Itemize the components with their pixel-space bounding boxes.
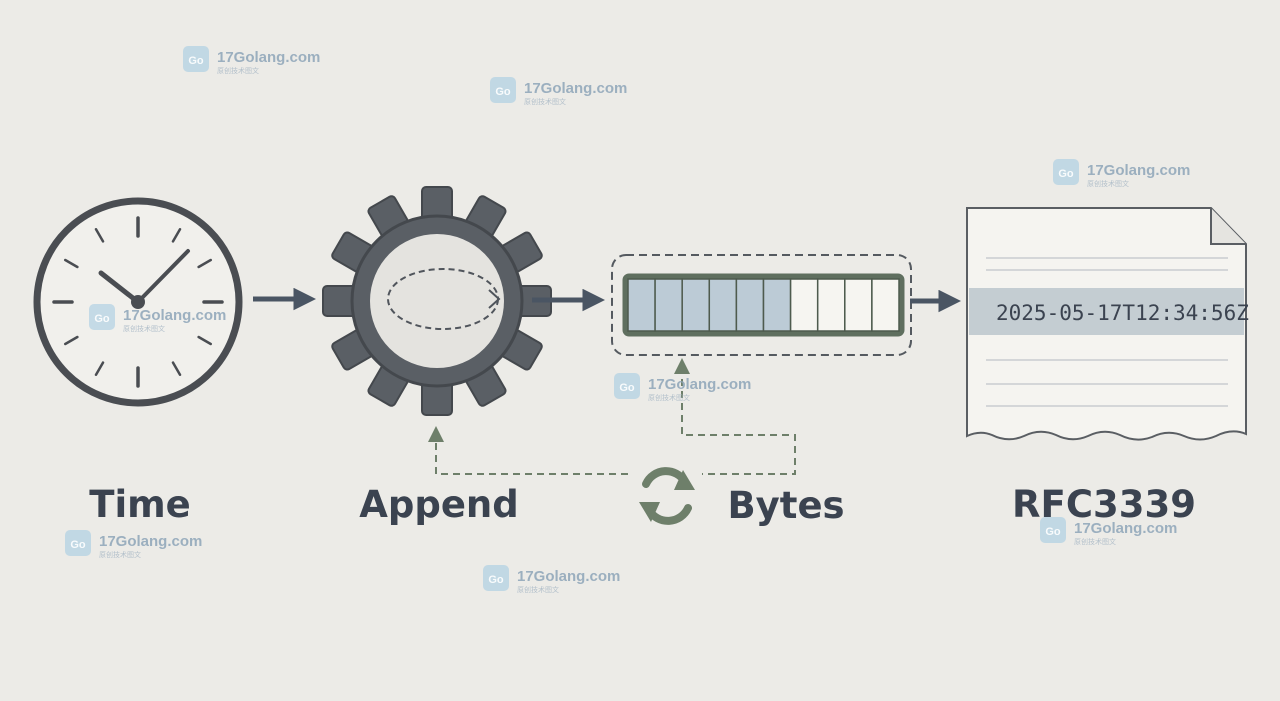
watermark-logo-text: Go (70, 539, 86, 551)
watermark-logo-icon (1053, 159, 1079, 185)
watermark-logo-text: Go (188, 55, 204, 67)
gear-icon (322, 186, 552, 416)
watermark-subtitle: 原创技术图文 (1087, 179, 1129, 188)
watermark-subtitle: 原创技术图文 (648, 393, 690, 402)
byte-cell-filled (735, 278, 765, 332)
clock-tick (197, 258, 212, 269)
watermark-logo-text: Go (1058, 168, 1074, 180)
byte-cell-filled (654, 278, 683, 332)
watermark-logo-icon (1040, 517, 1066, 543)
clock-icon (33, 197, 243, 407)
watermark-logo-icon (490, 77, 516, 103)
watermark-domain: 17Golang.com (99, 533, 202, 550)
recycle-icon (639, 467, 695, 525)
watermark-domain: 17Golang.com (123, 307, 226, 324)
watermark-domain: 17Golang.com (1087, 162, 1190, 179)
clock-tick (94, 228, 105, 243)
watermark-subtitle: 原创技术图文 (517, 585, 559, 594)
watermark-subtitle: 原创技术图文 (99, 550, 141, 559)
clock-tick (171, 361, 182, 376)
watermark-logo-text: Go (488, 574, 504, 586)
watermark-logo-text: Go (619, 382, 635, 394)
byte-cell-empty (816, 278, 846, 332)
clock-tick (64, 335, 79, 346)
watermark-logo-icon (483, 565, 509, 591)
watermark-domain: 17Golang.com (524, 80, 627, 97)
watermark-logo-icon (614, 373, 640, 399)
watermark-logo-text: Go (495, 86, 511, 98)
byte-cell-empty (789, 278, 819, 332)
watermark-logo-icon (65, 530, 91, 556)
clock-tick (171, 228, 182, 243)
watermark-logo-text: Go (94, 313, 110, 325)
label-append: Append (359, 483, 519, 526)
byte-cell-filled (681, 278, 711, 332)
watermark-domain: 17Golang.com (517, 568, 620, 585)
byte-cell-filled (627, 278, 656, 332)
byte-cell-empty (871, 278, 900, 332)
watermark-subtitle: 原创技术图文 (524, 97, 566, 106)
watermark-subtitle: 原创技术图文 (1074, 537, 1116, 546)
watermark-logo-text: Go (1045, 526, 1061, 538)
byte-cell-filled (708, 278, 738, 332)
label-time: Time (89, 483, 191, 526)
byte-cell-empty (844, 278, 873, 332)
watermark-domain: 17Golang.com (1074, 520, 1177, 537)
feedback-loop (428, 358, 796, 475)
label-bytes: Bytes (727, 484, 844, 527)
byte-buffer-icon (611, 254, 912, 356)
rfc3339-timestamp: 2025-05-17T12:34:56Z (996, 301, 1249, 325)
watermark-subtitle: 原创技术图文 (123, 324, 165, 333)
watermark-domain: 17Golang.com (217, 49, 320, 66)
clock-tick (94, 361, 105, 376)
clock-tick (64, 258, 79, 269)
document-icon (966, 207, 1247, 441)
watermark-subtitle: 原创技术图文 (217, 66, 259, 75)
watermark-logo-icon (183, 46, 209, 72)
watermark-domain: 17Golang.com (648, 376, 751, 393)
byte-cell-filled (762, 278, 792, 332)
watermark-logo-icon (89, 304, 115, 330)
clock-tick (197, 335, 212, 346)
